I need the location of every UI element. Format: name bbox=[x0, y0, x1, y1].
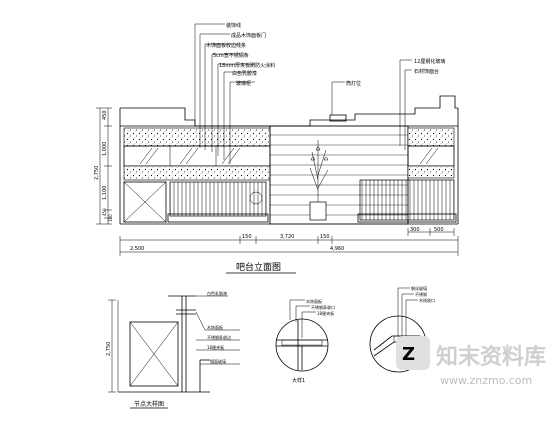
slatted-counter-right bbox=[359, 179, 455, 221]
detail-a-callout-0: 白色乳胶漆 bbox=[207, 290, 227, 296]
detail-a-title: 节点大样图 bbox=[134, 400, 164, 408]
dim-left-1: 1,000 bbox=[102, 142, 108, 156]
stone-band-right bbox=[407, 127, 455, 147]
ceiling-profile bbox=[120, 95, 458, 127]
callout-top-6: 玻璃柜 bbox=[236, 80, 251, 87]
detail-c-callout-1: 不锈钢 bbox=[415, 291, 427, 297]
detail-a-callout-3: 18厘夹板 bbox=[207, 344, 224, 350]
detail-c-callout-2: 木线收口 bbox=[419, 297, 435, 303]
detail-b-callout-1: 不锈钢条收口 bbox=[311, 304, 335, 310]
callout-right-0: 12厘钢化玻璃 bbox=[414, 58, 445, 65]
detail-a-section: 2,750 白色乳胶漆 木饰面板 不锈钢条收边 18厘夹板 镜面玻璃 节点大样图 bbox=[106, 290, 240, 409]
left-dimension-chain bbox=[96, 107, 112, 225]
callout-top-5: 白色乳胶漆 bbox=[232, 70, 257, 77]
callout-top-0: 装饰线 bbox=[226, 22, 241, 29]
callout-top-1: 成品木饰面板门 bbox=[231, 32, 266, 39]
dim-bottom-right-1: 500 bbox=[434, 227, 444, 233]
slatted-counter-left bbox=[169, 181, 267, 217]
callout-top-3: 5cm宽不锈钢条 bbox=[213, 52, 249, 59]
detail-a-callout-1: 木饰面板 bbox=[207, 324, 223, 330]
dim-bottom-mid-2: 150 bbox=[320, 234, 330, 240]
svg-text:Z: Z bbox=[402, 344, 415, 365]
stone-band-left bbox=[123, 127, 271, 147]
elevation-title: 吧台立面图 bbox=[236, 261, 281, 273]
top-callout-leaders bbox=[194, 23, 412, 164]
bottom-dimension-chain bbox=[119, 228, 459, 256]
dim-left-5: 100 bbox=[108, 214, 113, 222]
detail-b-label: 大样1 bbox=[292, 377, 305, 384]
dim-bottom-right-0: 300 bbox=[410, 227, 420, 233]
watermark: Z 知末资料库 www.znzmo.com bbox=[396, 336, 546, 387]
dim-total-left: 2,500 bbox=[130, 246, 144, 252]
bar-counter-elevation: 装饰线 成品木饰面板门 木饰面板收边线条 5cm宽不锈钢条 18mm厚夹板刷防火… bbox=[94, 22, 459, 274]
dim-left-2: 2,750 bbox=[94, 166, 100, 180]
callout-top-4: 18mm厚夹板刷防火涂料 bbox=[219, 62, 275, 69]
detail-a-dim: 2,750 bbox=[106, 342, 112, 356]
detail-a-door bbox=[129, 321, 179, 387]
dim-bottom-mid-1: 3,720 bbox=[280, 234, 294, 240]
dim-bottom-mid-0: 150 bbox=[242, 234, 252, 240]
detail-a-callout-4: 镜面玻璃 bbox=[210, 358, 226, 364]
watermark-url: www.znzmo.com bbox=[440, 374, 532, 387]
plant-decoration bbox=[309, 140, 329, 221]
lower-cabinet-left bbox=[123, 181, 167, 223]
detail-b-callout-0: 木饰面板 bbox=[306, 298, 322, 304]
dim-left-4: 450 bbox=[102, 208, 107, 216]
detail-b-callout-2: 18厘夹板 bbox=[317, 310, 334, 316]
detail-c-callout-0: 钢化玻璃 bbox=[411, 285, 427, 291]
watermark-brand: 知末资料库 bbox=[436, 344, 546, 370]
callout-right-1: 石材饰面台 bbox=[414, 68, 439, 75]
dim-left-3: 1,100 bbox=[102, 186, 108, 200]
dim-left-0: 450 bbox=[102, 110, 108, 120]
callout-center: 筒灯位 bbox=[346, 80, 361, 87]
callout-top-2: 木饰面板收边线条 bbox=[206, 42, 246, 49]
detail-a-callout-2: 不锈钢条收边 bbox=[207, 334, 231, 340]
dim-total: 4,960 bbox=[330, 246, 344, 252]
watermark-logo-icon bbox=[396, 336, 430, 370]
detail-b-circle: 木饰面板 不锈钢条收口 18厘夹板 大样1 bbox=[275, 298, 335, 384]
